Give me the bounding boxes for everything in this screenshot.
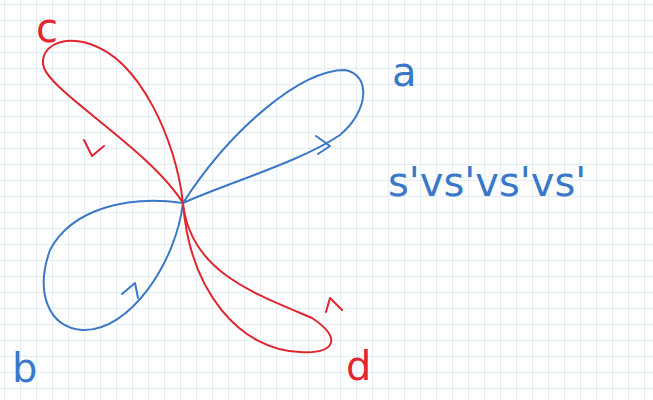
loop-d: [183, 203, 331, 352]
arrow-mark-d: [326, 298, 342, 312]
loop-label: a: [392, 52, 417, 92]
arrow-mark-b: [122, 283, 138, 298]
arrow-mark-c: [84, 140, 104, 156]
arrow-mark-a: [316, 136, 330, 154]
loop-a: [183, 70, 363, 203]
loop-c: [43, 41, 183, 203]
loop-b: [44, 201, 183, 330]
loop-label: b: [12, 348, 37, 388]
loop-label: c: [36, 8, 58, 48]
word-expression: s'vs'vs'vs': [388, 162, 586, 202]
loop-label: d: [346, 346, 371, 386]
